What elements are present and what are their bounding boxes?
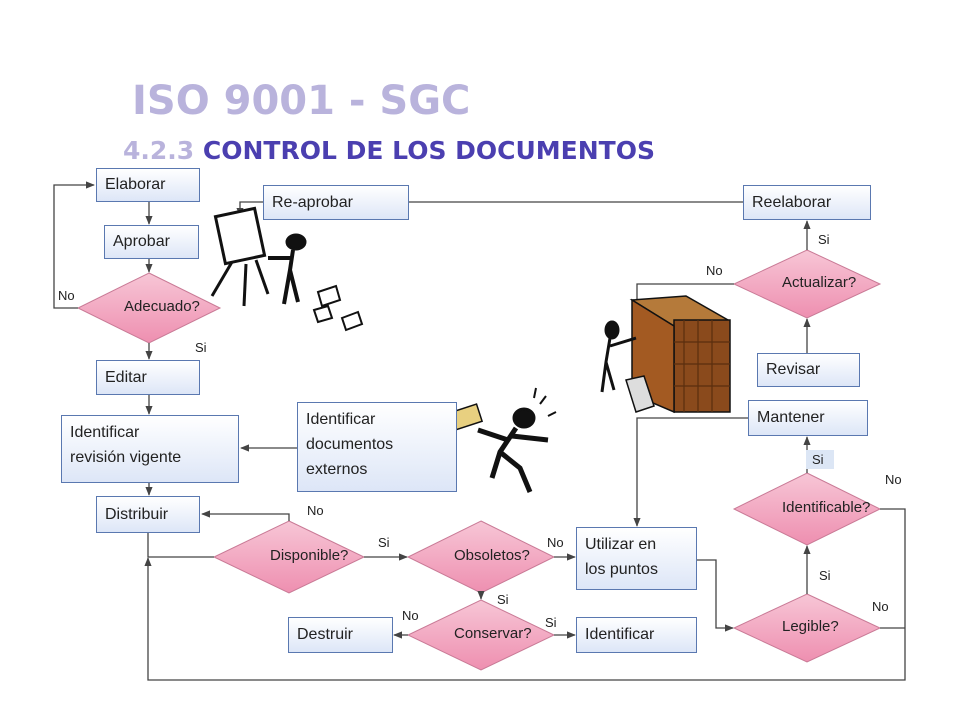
slide-subtitle: 4.2.3 CONTROL DE LOS DOCUMENTOS [123, 136, 655, 165]
slide-title: ISO 9001 - SGC [132, 78, 471, 124]
decision-actualizar-shape [732, 249, 882, 319]
decision-conservar: Conservar? [454, 625, 532, 642]
easel-illustration [210, 206, 364, 332]
box-destruir: Destruir [288, 617, 393, 653]
decision-identificable: Identificable? [782, 499, 871, 516]
label-distribuir-no: No [307, 503, 324, 518]
box-re-aprobar: Re-aprobar [263, 185, 409, 220]
box-editar: Editar [96, 360, 200, 395]
decision-actualizar: Actualizar? [782, 274, 857, 291]
label-adecuado-si: Si [195, 340, 207, 355]
decision-disponible-shape [212, 520, 366, 594]
decision-conservar-shape [406, 599, 556, 671]
label-legible-no: No [872, 599, 889, 614]
box-aprobar: Aprobar [104, 225, 199, 259]
box-distribuir: Distribuir [96, 496, 200, 533]
label-identificable-si: Si [806, 450, 834, 469]
box-elaborar: Elaborar [96, 168, 200, 202]
subtitle-number: 4.2.3 [123, 136, 195, 165]
box-reelaborar: Reelaborar [743, 185, 871, 220]
decision-legible: Legible? [782, 618, 839, 635]
decision-disponible: Disponible? [270, 547, 349, 564]
box-revisar: Revisar [757, 353, 860, 387]
label-actualizar-si: Si [818, 232, 830, 247]
label-conservar-no: No [402, 608, 419, 623]
label-obsoletos-no: No [547, 535, 564, 550]
label-legible-si: Si [819, 568, 831, 583]
label-actualizar-no: No [706, 263, 723, 278]
decision-obsoletos: Obsoletos? [454, 547, 530, 564]
label-conservar-si: Si [545, 615, 557, 630]
decision-legible-shape [732, 593, 882, 663]
box-mantener: Mantener [748, 400, 868, 436]
box-identificar-revision-vigente: Identificar revisión vigente [61, 415, 239, 483]
decision-adecuado: Adecuado? [124, 298, 200, 315]
subtitle-text: CONTROL DE LOS DOCUMENTOS [202, 136, 655, 165]
running-figure-illustration [448, 387, 557, 493]
box-identificar: Identificar [576, 617, 697, 653]
box-identificar-documentos-externos: Identificar documentos externos [297, 402, 457, 492]
label-identificable-no: No [885, 472, 902, 487]
label-disponible-si: Si [378, 535, 390, 550]
file-cabinet-illustration [600, 295, 731, 414]
label-obsoletos-si: Si [497, 592, 509, 607]
box-utilizar-en-los-puntos: Utilizar en los puntos [576, 527, 697, 590]
decision-identificable-shape [732, 472, 882, 546]
label-adecuado-no: No [58, 288, 75, 303]
